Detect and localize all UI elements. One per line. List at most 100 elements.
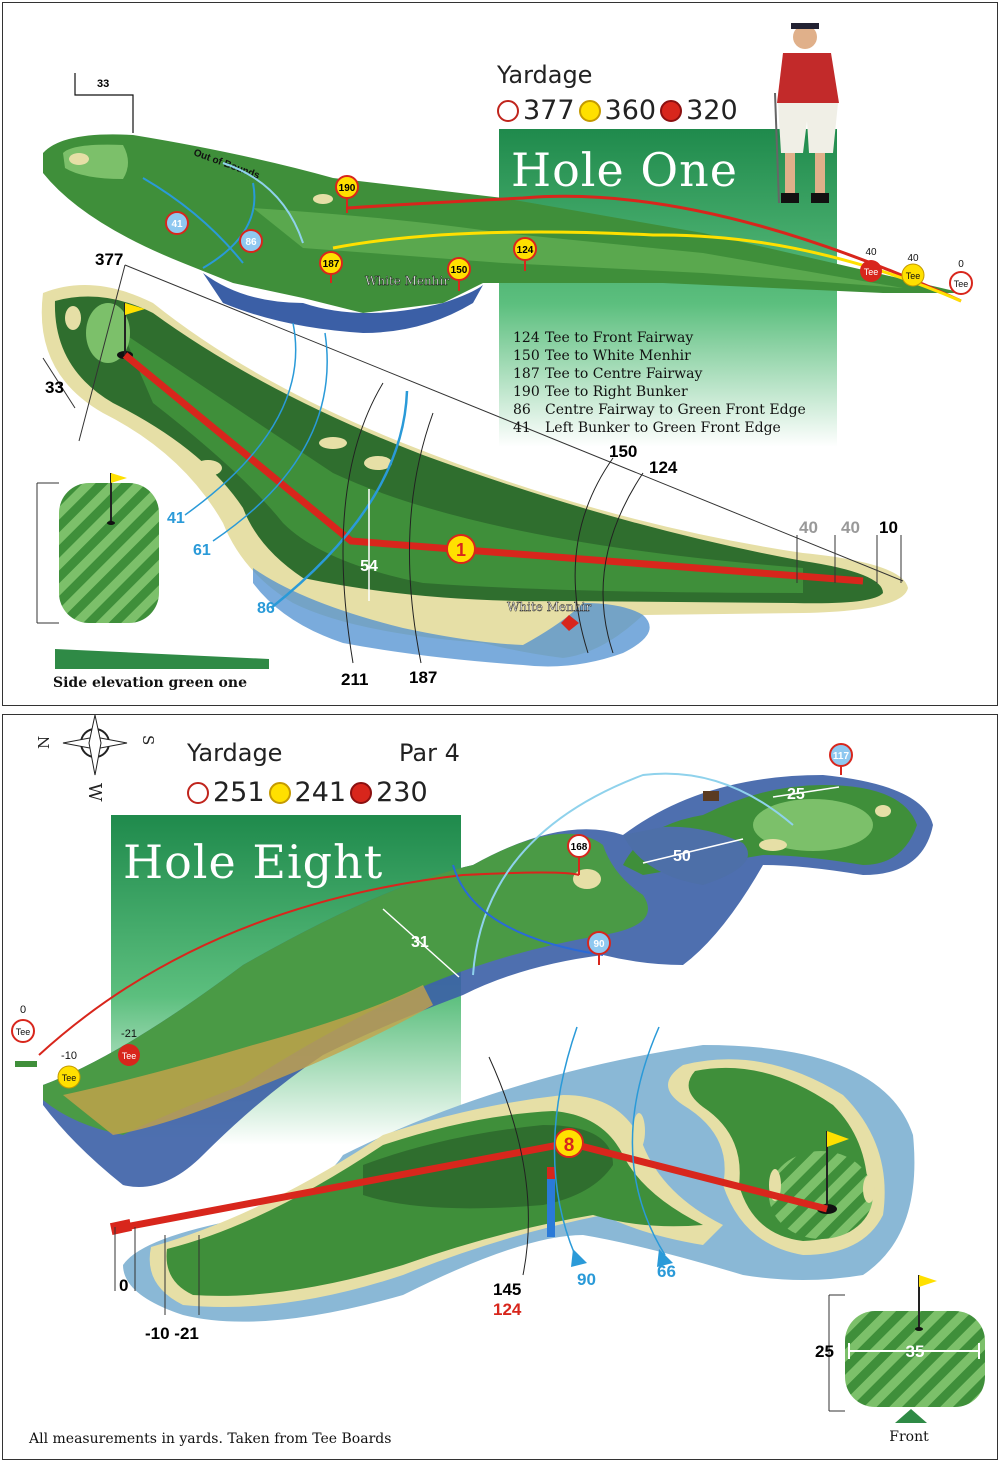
plan-54-label: 54 xyxy=(360,558,378,575)
svg-text:W: W xyxy=(84,783,105,802)
yellow-tee-yards: 360 xyxy=(604,95,657,126)
aerial-31-label: 31 xyxy=(411,934,429,951)
marker-168: 168 xyxy=(567,834,591,875)
plan-0-label: 0 xyxy=(119,1276,128,1295)
marker-86: 86 xyxy=(239,229,263,253)
plan-124-label: 124 xyxy=(649,458,678,477)
plan-40a-label: 40 xyxy=(799,518,818,537)
compass-icon: N S W xyxy=(35,715,157,802)
plan-377-label: 377 xyxy=(95,250,123,269)
green-front-label: Front xyxy=(889,1429,929,1445)
svg-text:Tee: Tee xyxy=(954,279,969,289)
svg-text:86: 86 xyxy=(245,237,257,248)
plan-124-label: 124 xyxy=(493,1300,522,1319)
hole-eight-green-detail: 35 25 Front xyxy=(815,1275,985,1445)
aerial-50-label: 50 xyxy=(673,848,691,865)
marker-190: 190 xyxy=(335,175,359,213)
marker-117: 117 xyxy=(829,743,853,775)
svg-text:N: N xyxy=(35,736,53,749)
svg-text:124: 124 xyxy=(517,245,534,256)
svg-text:Tee: Tee xyxy=(906,271,921,281)
hole-one-yardage-row: 377 360 320 xyxy=(497,95,738,126)
plan-hole-number-badge: 8 xyxy=(554,1128,584,1158)
hole-eight-illustration: N S W 31 50 25 xyxy=(11,715,985,1445)
plan-white-menhir-label: White Menhir xyxy=(507,600,591,614)
aerial-25-label: 25 xyxy=(787,786,805,803)
svg-text:1: 1 xyxy=(456,540,466,560)
hole-one-panel: Hole One Yardage 377 360 320 xyxy=(2,2,998,706)
plan-187-label: 187 xyxy=(409,668,437,687)
plan-41-label: 41 xyxy=(167,510,185,527)
aerial-white-menhir-label: White Menhir xyxy=(365,274,449,288)
menhir-icon xyxy=(561,615,579,631)
marker-124: 124 xyxy=(513,237,537,271)
hole-eight-title: Hole Eight xyxy=(123,835,384,889)
svg-text:Tee: Tee xyxy=(16,1027,31,1037)
footer-note: All measurements in yards. Taken from Te… xyxy=(29,1431,392,1447)
plan-10-21-label: -10 -21 xyxy=(145,1324,199,1343)
plan-90-label: 90 xyxy=(577,1270,596,1289)
red-tee-yards: 320 xyxy=(686,95,738,126)
svg-text:41: 41 xyxy=(171,219,183,230)
hole-eight-yardage-label: Yardage xyxy=(187,739,283,767)
svg-text:Tee: Tee xyxy=(864,267,879,277)
red-tee-dot xyxy=(660,99,683,122)
svg-text:-10: -10 xyxy=(61,1050,77,1062)
marker-187: 187 xyxy=(319,251,343,283)
marker-90: 90 xyxy=(587,931,611,965)
plan-hole-number-badge: 1 xyxy=(446,534,476,564)
plan-61-label: 61 xyxy=(193,542,211,559)
svg-text:Tee: Tee xyxy=(122,1051,137,1061)
marker-41: 41 xyxy=(165,211,189,235)
plan-40b-label: 40 xyxy=(841,518,860,537)
front-arrow-icon xyxy=(895,1409,927,1423)
green-25-label: 25 xyxy=(815,1342,834,1361)
svg-text:0: 0 xyxy=(20,1004,26,1016)
aerial-33-label: 33 xyxy=(97,78,109,90)
svg-text:0: 0 xyxy=(958,259,964,270)
yellow-tee-dot xyxy=(578,99,601,122)
svg-text:117: 117 xyxy=(833,751,850,762)
white-tee-yards: 251 xyxy=(213,777,265,808)
side-elevation-caption: Side elevation green one xyxy=(53,675,247,691)
hole-eight-plan: 8 0 -10 -21 145 124 90 66 xyxy=(109,1026,915,1343)
marker-150: 150 xyxy=(447,257,471,291)
hole-one-yardage-label: Yardage xyxy=(497,61,593,89)
svg-text:-21: -21 xyxy=(121,1028,137,1040)
hole-one-aerial: 33 Out of Bounds 190 187 150 124 41 86 W… xyxy=(43,73,973,333)
golfer-figure xyxy=(774,23,839,204)
green-35-label: 35 xyxy=(906,1342,925,1361)
svg-text:168: 168 xyxy=(571,842,588,853)
plan-10-label: 10 xyxy=(879,518,898,537)
hole-one-title: Hole One xyxy=(511,143,738,197)
plan-150-label: 150 xyxy=(609,442,637,461)
svg-text:150: 150 xyxy=(451,265,468,276)
svg-text:90: 90 xyxy=(593,939,605,950)
svg-text:8: 8 xyxy=(564,1135,575,1156)
hole-eight-yardage-row: 251 241 230 xyxy=(187,777,428,808)
svg-text:187: 187 xyxy=(323,259,340,270)
hole-eight-par: Par 4 xyxy=(399,739,460,767)
plan-66-label: 66 xyxy=(657,1262,676,1281)
red-tee-yards: 230 xyxy=(376,777,428,808)
plan-211-label: 211 xyxy=(341,670,368,689)
svg-text:Tee: Tee xyxy=(62,1073,77,1083)
hole-one-illustration: 33 Out of Bounds 190 187 150 124 41 86 W… xyxy=(36,23,973,689)
yellow-tee-yards: 241 xyxy=(294,777,347,808)
yellow-tee-dot xyxy=(268,781,291,804)
white-tee-dot xyxy=(187,781,209,804)
white-tee-yards: 377 xyxy=(523,95,575,126)
